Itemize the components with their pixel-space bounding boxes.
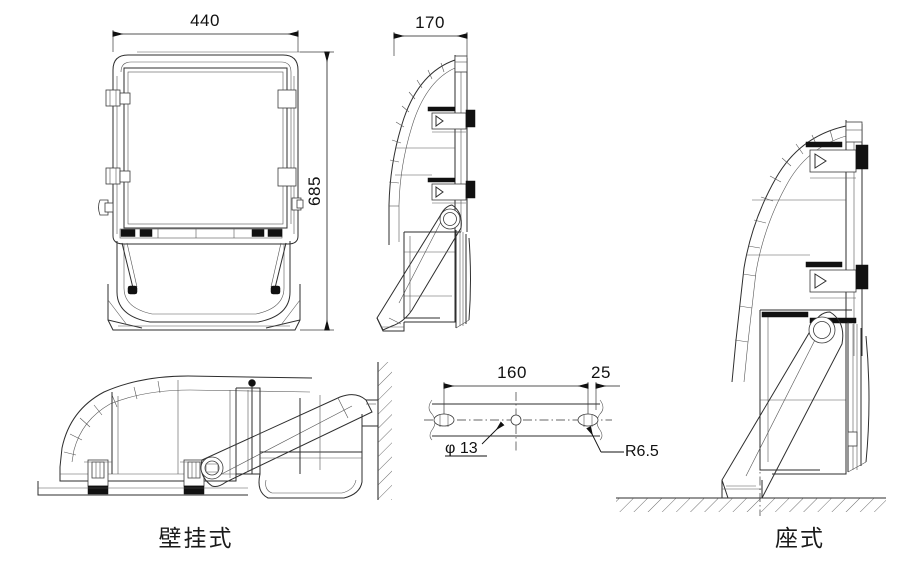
side-lens-ribs: [455, 230, 471, 329]
wall-tilt-arm: [200, 394, 373, 487]
side-clamp-upper: [427, 106, 476, 133]
dimension-front-height: 685: [300, 51, 334, 331]
base-bracket-top: [845, 121, 863, 143]
tilt-arm-side: [376, 204, 462, 331]
mounting-yoke-front: [107, 241, 301, 331]
bracket-clamp-lower-left: [105, 167, 131, 185]
bracket-slot-left: [433, 413, 455, 427]
dimension-label-25: 25: [591, 363, 611, 382]
base-heatsink-fin-ticks: [734, 129, 834, 343]
wall-clamp-bolt-right: [180, 459, 208, 495]
base-lens-ribs: [847, 322, 870, 473]
callout-slot-radius: R6.5: [586, 425, 659, 460]
caption-wall-mount: 壁挂式: [159, 526, 234, 552]
wall-clamp-bolt-left: [84, 459, 112, 495]
wall-surface: [377, 362, 392, 500]
mounting-bracket-detail-view: 160 25 φ 13 R6.5: [424, 363, 659, 460]
bracket-clamp-lower-right: [277, 167, 297, 187]
base-clamp-lower: [805, 261, 869, 299]
cable-gland-left: [98, 199, 114, 216]
side-lower-housing: [403, 231, 461, 323]
callout-label-phi13: φ 13: [445, 440, 478, 457]
dimension-label-685: 685: [305, 176, 324, 206]
bracket-slot-right: [577, 413, 599, 427]
callout-label-r65: R6.5: [625, 443, 659, 460]
dimension-side-depth: 170: [393, 13, 468, 56]
bracket-clamp-upper-left: [105, 89, 131, 107]
side-bracket-top: [454, 55, 468, 73]
dimension-label-440: 440: [190, 11, 220, 30]
dimension-label-170: 170: [415, 13, 445, 32]
side-clamp-lower: [427, 177, 476, 204]
wall-lens-cover: [258, 395, 363, 499]
wall-mounted-installation-view: 壁挂式: [37, 362, 392, 552]
dimension-edge-offset: 25: [591, 363, 620, 410]
side-elevation-view: 170: [376, 13, 476, 332]
ground-surface: [616, 497, 886, 512]
wall-heatsink-fin-ticks: [63, 380, 161, 456]
caption-base-mount: 座式: [775, 526, 825, 552]
callout-hole-diameter: φ 13: [445, 421, 505, 457]
heatsink-fin-ticks: [388, 62, 445, 207]
bracket-hole-center: [510, 414, 522, 426]
base-mounted-installation-view: 座式: [616, 120, 886, 552]
dimension-hole-spacing: 160: [443, 363, 589, 414]
base-clamp-upper: [805, 141, 869, 179]
dimension-front-width: 440: [112, 11, 299, 52]
led-module-marks: [120, 229, 283, 238]
dimension-label-160: 160: [497, 363, 527, 382]
bracket-clamp-upper-right: [277, 89, 297, 109]
front-elevation-view: 440 685: [98, 11, 334, 331]
cable-gland-right: [291, 197, 304, 211]
base-lower-housing: [759, 309, 857, 475]
